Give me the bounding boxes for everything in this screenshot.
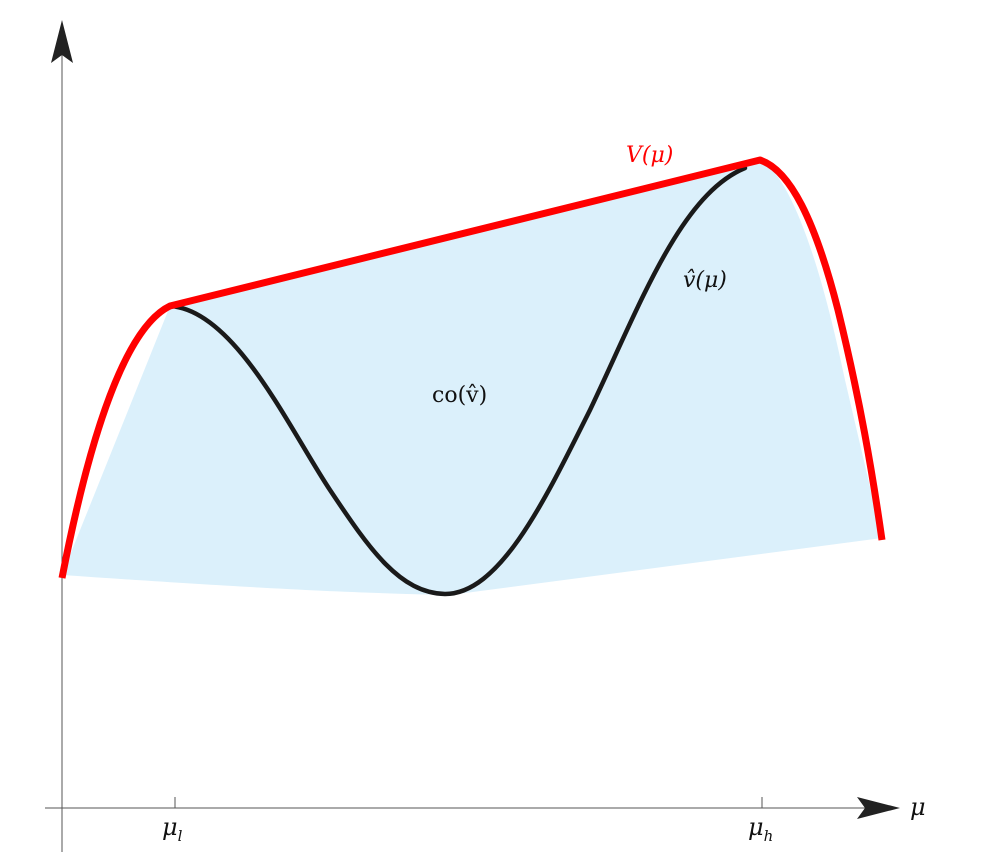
v-hat-label: v̂(μ) [683, 268, 727, 293]
V-curve [58, 156, 886, 579]
tick-label-mu-l: μl [162, 813, 183, 845]
y-axis-arrow-icon [51, 20, 73, 63]
V-label: V(μ) [626, 143, 673, 168]
x-axis-label: μ [910, 793, 926, 821]
v-hat-curve [167, 165, 748, 597]
convex-hull-region [62, 160, 882, 595]
tick-label-mu-h: μh [748, 813, 773, 845]
x-axis-arrow-icon [857, 797, 900, 819]
co-hull-label: co(v̂) [432, 383, 487, 408]
